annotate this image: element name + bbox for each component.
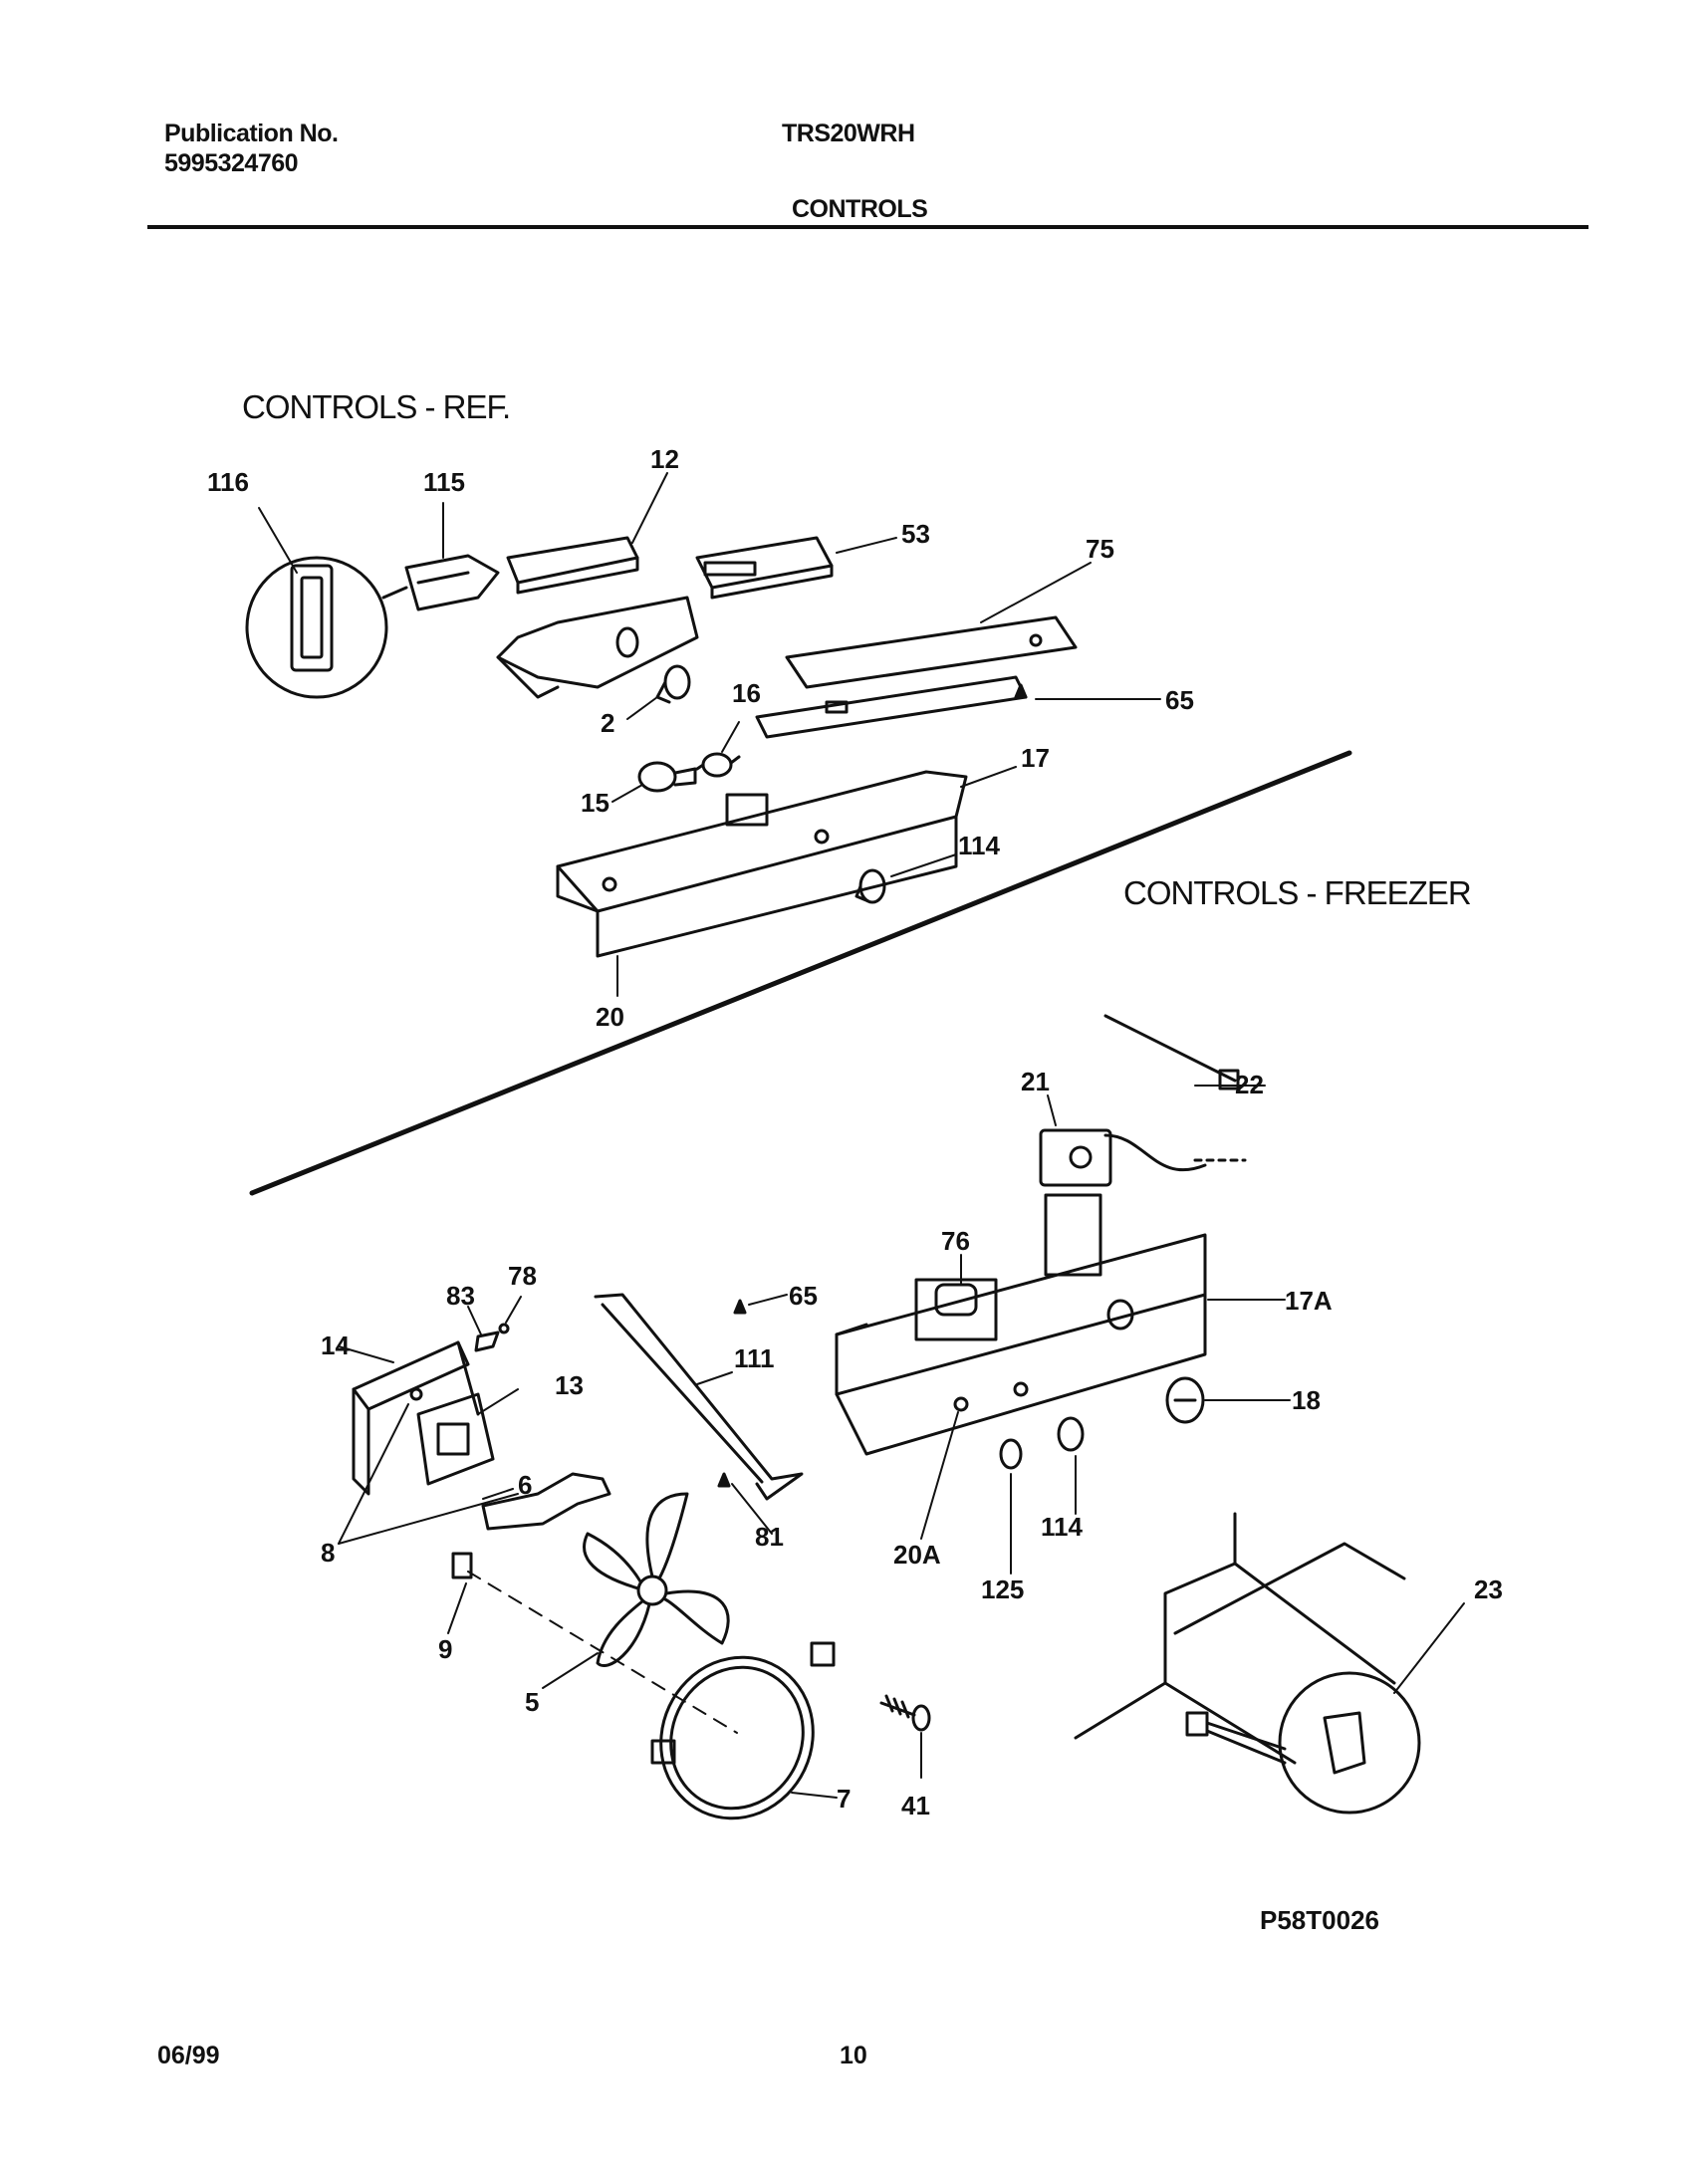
callout-22: 22 [1235, 1070, 1264, 1099]
callout-17a: 17A [1285, 1286, 1333, 1316]
callout-65-ref: 65 [1165, 685, 1194, 715]
header-divider [147, 225, 1588, 229]
control-housing-long-part [556, 770, 968, 958]
fan-motor-part [416, 1392, 495, 1486]
callout-14: 14 [321, 1331, 350, 1360]
thermostat-part [1039, 1128, 1112, 1187]
callout-2: 2 [601, 708, 614, 738]
light-shield-detail [245, 556, 388, 699]
screw-part-2 [733, 1299, 747, 1315]
thermostat-knob-part [854, 868, 886, 904]
controls-ref-title: CONTROLS - REF. [242, 388, 511, 425]
callout-125: 125 [981, 1575, 1024, 1604]
callout-18: 18 [1292, 1385, 1321, 1415]
screw-part [1014, 683, 1028, 699]
callout-83: 83 [446, 1281, 475, 1311]
callout-13: 13 [555, 1370, 584, 1400]
sensor-tube-part [1103, 1014, 1247, 1172]
fan-blade-part [583, 1492, 730, 1667]
light-shield-part [506, 536, 639, 595]
callout-6: 6 [518, 1470, 532, 1500]
callout-41: 41 [901, 1791, 930, 1820]
diagram-code: P58T0026 [1260, 1905, 1379, 1935]
fan-bracket-part [352, 1340, 480, 1496]
section-title: CONTROLS [792, 195, 928, 223]
callout-17: 17 [1021, 743, 1050, 773]
callout-20: 20 [596, 1002, 624, 1032]
screw-part-3 [717, 1472, 731, 1488]
grommet-part [451, 1552, 473, 1579]
publication-label: Publication No. [164, 120, 339, 147]
callout-21: 21 [1021, 1067, 1050, 1096]
callout-23: 23 [1474, 1575, 1503, 1604]
freezer-lamp-part [934, 1283, 978, 1317]
section-separator-line [249, 750, 1352, 1196]
callout-7: 7 [837, 1784, 851, 1814]
freezer-thermostat-knob-part [999, 1416, 1085, 1470]
callout-114-freezer: 114 [1041, 1512, 1083, 1542]
callout-116: 116 [207, 467, 249, 497]
callout-115: 115 [423, 467, 465, 497]
wire-harness-part [594, 1293, 804, 1501]
model-number: TRS20WRH [782, 120, 915, 147]
callout-53: 53 [901, 519, 930, 549]
footer-date: 06/99 [157, 2042, 220, 2069]
clip-part [474, 1323, 510, 1352]
callout-12: 12 [650, 444, 679, 474]
control-strip-part [695, 536, 834, 600]
callout-81: 81 [755, 1522, 784, 1552]
switch-part [381, 554, 500, 611]
controls-freezer-title: CONTROLS - FREEZER [1123, 874, 1472, 911]
callout-15: 15 [581, 788, 610, 818]
fan-strap-part [481, 1472, 611, 1531]
callout-76: 76 [941, 1226, 970, 1256]
callout-78: 78 [508, 1261, 537, 1291]
callout-75: 75 [1086, 534, 1114, 564]
callout-8: 8 [321, 1538, 335, 1568]
light-bulb-part [637, 761, 697, 793]
callout-9: 9 [438, 1634, 452, 1664]
freezer-compartment-detail [1074, 1512, 1421, 1815]
callout-114-ref: 114 [958, 831, 1000, 860]
lamp-socket-part [695, 752, 741, 778]
callout-5: 5 [525, 1687, 539, 1717]
page-number: 10 [840, 2042, 867, 2069]
control-housing-part [496, 596, 699, 699]
callout-20a: 20A [893, 1540, 941, 1570]
mounting-plate-part [755, 615, 1078, 739]
freezer-control-housing-part [835, 1193, 1207, 1456]
callout-111: 111 [734, 1343, 775, 1373]
fan-shroud-part [650, 1641, 836, 1820]
knob-part [655, 664, 691, 704]
freezer-knob-part [1165, 1376, 1205, 1424]
screw-41-part [879, 1694, 931, 1732]
callout-16: 16 [732, 678, 761, 708]
callout-65-freezer: 65 [789, 1281, 818, 1311]
publication-number: 5995324760 [164, 149, 299, 177]
